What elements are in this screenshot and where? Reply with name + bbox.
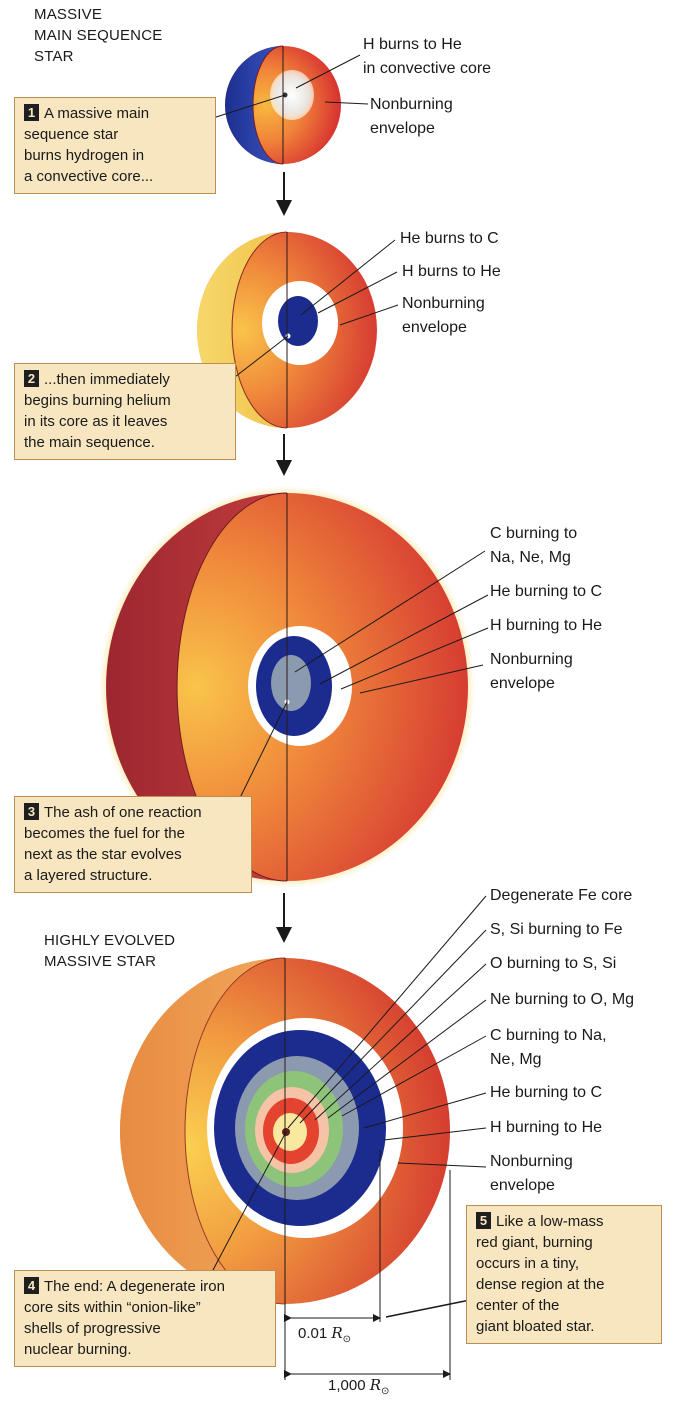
star-2-label: Nonburning [402, 292, 485, 316]
star-1-convective-core [270, 70, 314, 120]
star-3-label: H burning to He [490, 614, 602, 638]
callout-3: 3 The ash of one reaction becomes the fue… [14, 796, 252, 893]
callout-5: 5 Like a low-mass red giant, burning occu… [466, 1205, 662, 1344]
callout-4: 4 The end: A degenerate iron core sits wi… [14, 1270, 276, 1367]
callout-text: The ash of one reaction [44, 804, 202, 821]
star-3-c-core [271, 655, 311, 711]
callout-text: a layered structure. [24, 865, 242, 886]
star-4-label: Ne burning to O, Mg [490, 988, 634, 1012]
scale-inner-value: 0.01 [298, 1325, 327, 1342]
callout-text: the main sequence. [24, 432, 226, 453]
scale-outer-value: 1,000 [328, 1377, 366, 1394]
callout-text: in its core as it leaves [24, 411, 226, 432]
callout-number-badge: 2 [24, 370, 39, 387]
star-2-label: He burns to C [400, 227, 499, 251]
callout-number-badge: 1 [24, 104, 39, 121]
star-3-label: He burning to C [490, 580, 602, 604]
title-main-sequence-star: MASSIVE MAIN SEQUENCE STAR [34, 4, 162, 67]
callout-text: begins burning helium [24, 390, 226, 411]
callout-number-badge: 5 [476, 1212, 491, 1229]
callout-text: A massive main [44, 105, 149, 122]
star-4-label: Nonburning [490, 1150, 573, 1174]
star-3-label: Na, Ne, Mg [490, 546, 571, 570]
title-highly-evolved-star: HIGHLY EVOLVED MASSIVE STAR [44, 930, 175, 972]
callout-text: shells of progressive [24, 1318, 266, 1339]
star-3-label: Nonburning [490, 648, 573, 672]
callout-text: center of the [476, 1295, 652, 1316]
title-line: HIGHLY EVOLVED [44, 930, 175, 951]
scale-outer-label: 1,000 R⊙ [328, 1375, 389, 1402]
callout-text: red giant, burning [476, 1232, 652, 1253]
callout-text: next as the star evolves [24, 844, 242, 865]
star-4-label: O burning to S, Si [490, 952, 616, 976]
callout-text: ...then immediately [44, 371, 170, 388]
scale-outer-subscript: ⊙ [381, 1386, 389, 1397]
scale-inner-unit: R [331, 1324, 342, 1342]
callout-number-badge: 4 [24, 1277, 39, 1294]
callout-text: sequence star [24, 124, 206, 145]
star-2-label: H burns to He [402, 260, 501, 284]
star-4-label: He burning to C [490, 1081, 602, 1105]
callout-text: occurs in a tiny, [476, 1253, 652, 1274]
star-4-label: Ne, Mg [490, 1048, 542, 1072]
callout-text: core sits within “onion-like” [24, 1297, 266, 1318]
scale-outer-unit: R [370, 1376, 381, 1394]
star-1-label: Nonburning [370, 93, 453, 117]
star-4-label: envelope [490, 1174, 555, 1198]
star-4-label: Degenerate Fe core [490, 884, 632, 908]
callout-1: 1 A massive main sequence star burns hydr… [14, 97, 216, 194]
star-1-main-sequence [213, 46, 368, 164]
star-4-label: S, Si burning to Fe [490, 918, 623, 942]
callout-number-badge: 3 [24, 803, 39, 820]
callout-text: becomes the fuel for the [24, 823, 242, 844]
scale-inner-label: 0.01 R⊙ [298, 1323, 351, 1350]
star-1-label: envelope [370, 117, 435, 141]
star-1-label: in convective core [363, 57, 491, 81]
title-line: MASSIVE STAR [44, 951, 175, 972]
star-2-label: envelope [402, 316, 467, 340]
scale-inner-subscript: ⊙ [343, 1334, 351, 1345]
star-3-label: envelope [490, 672, 555, 696]
star-3-label: C burning to [490, 522, 577, 546]
star-4-label: H burning to He [490, 1116, 602, 1140]
callout-text: giant bloated star. [476, 1316, 652, 1337]
callout-text: Like a low-mass [496, 1213, 604, 1230]
callout-2: 2 ...then immediately begins burning heli… [14, 363, 236, 460]
title-line: MASSIVE [34, 4, 162, 25]
callout-text: The end: A degenerate iron [44, 1278, 225, 1295]
title-line: MAIN SEQUENCE [34, 25, 162, 46]
callout-text: nuclear burning. [24, 1339, 266, 1360]
callout-5-pointer [386, 1300, 470, 1317]
callout-text: dense region at the [476, 1274, 652, 1295]
title-line: STAR [34, 46, 162, 67]
callout-text: burns hydrogen in [24, 145, 206, 166]
star-4-label: C burning to Na, [490, 1024, 607, 1048]
callout-text: a convective core... [24, 166, 206, 187]
star-1-label: H burns to He [363, 33, 462, 57]
